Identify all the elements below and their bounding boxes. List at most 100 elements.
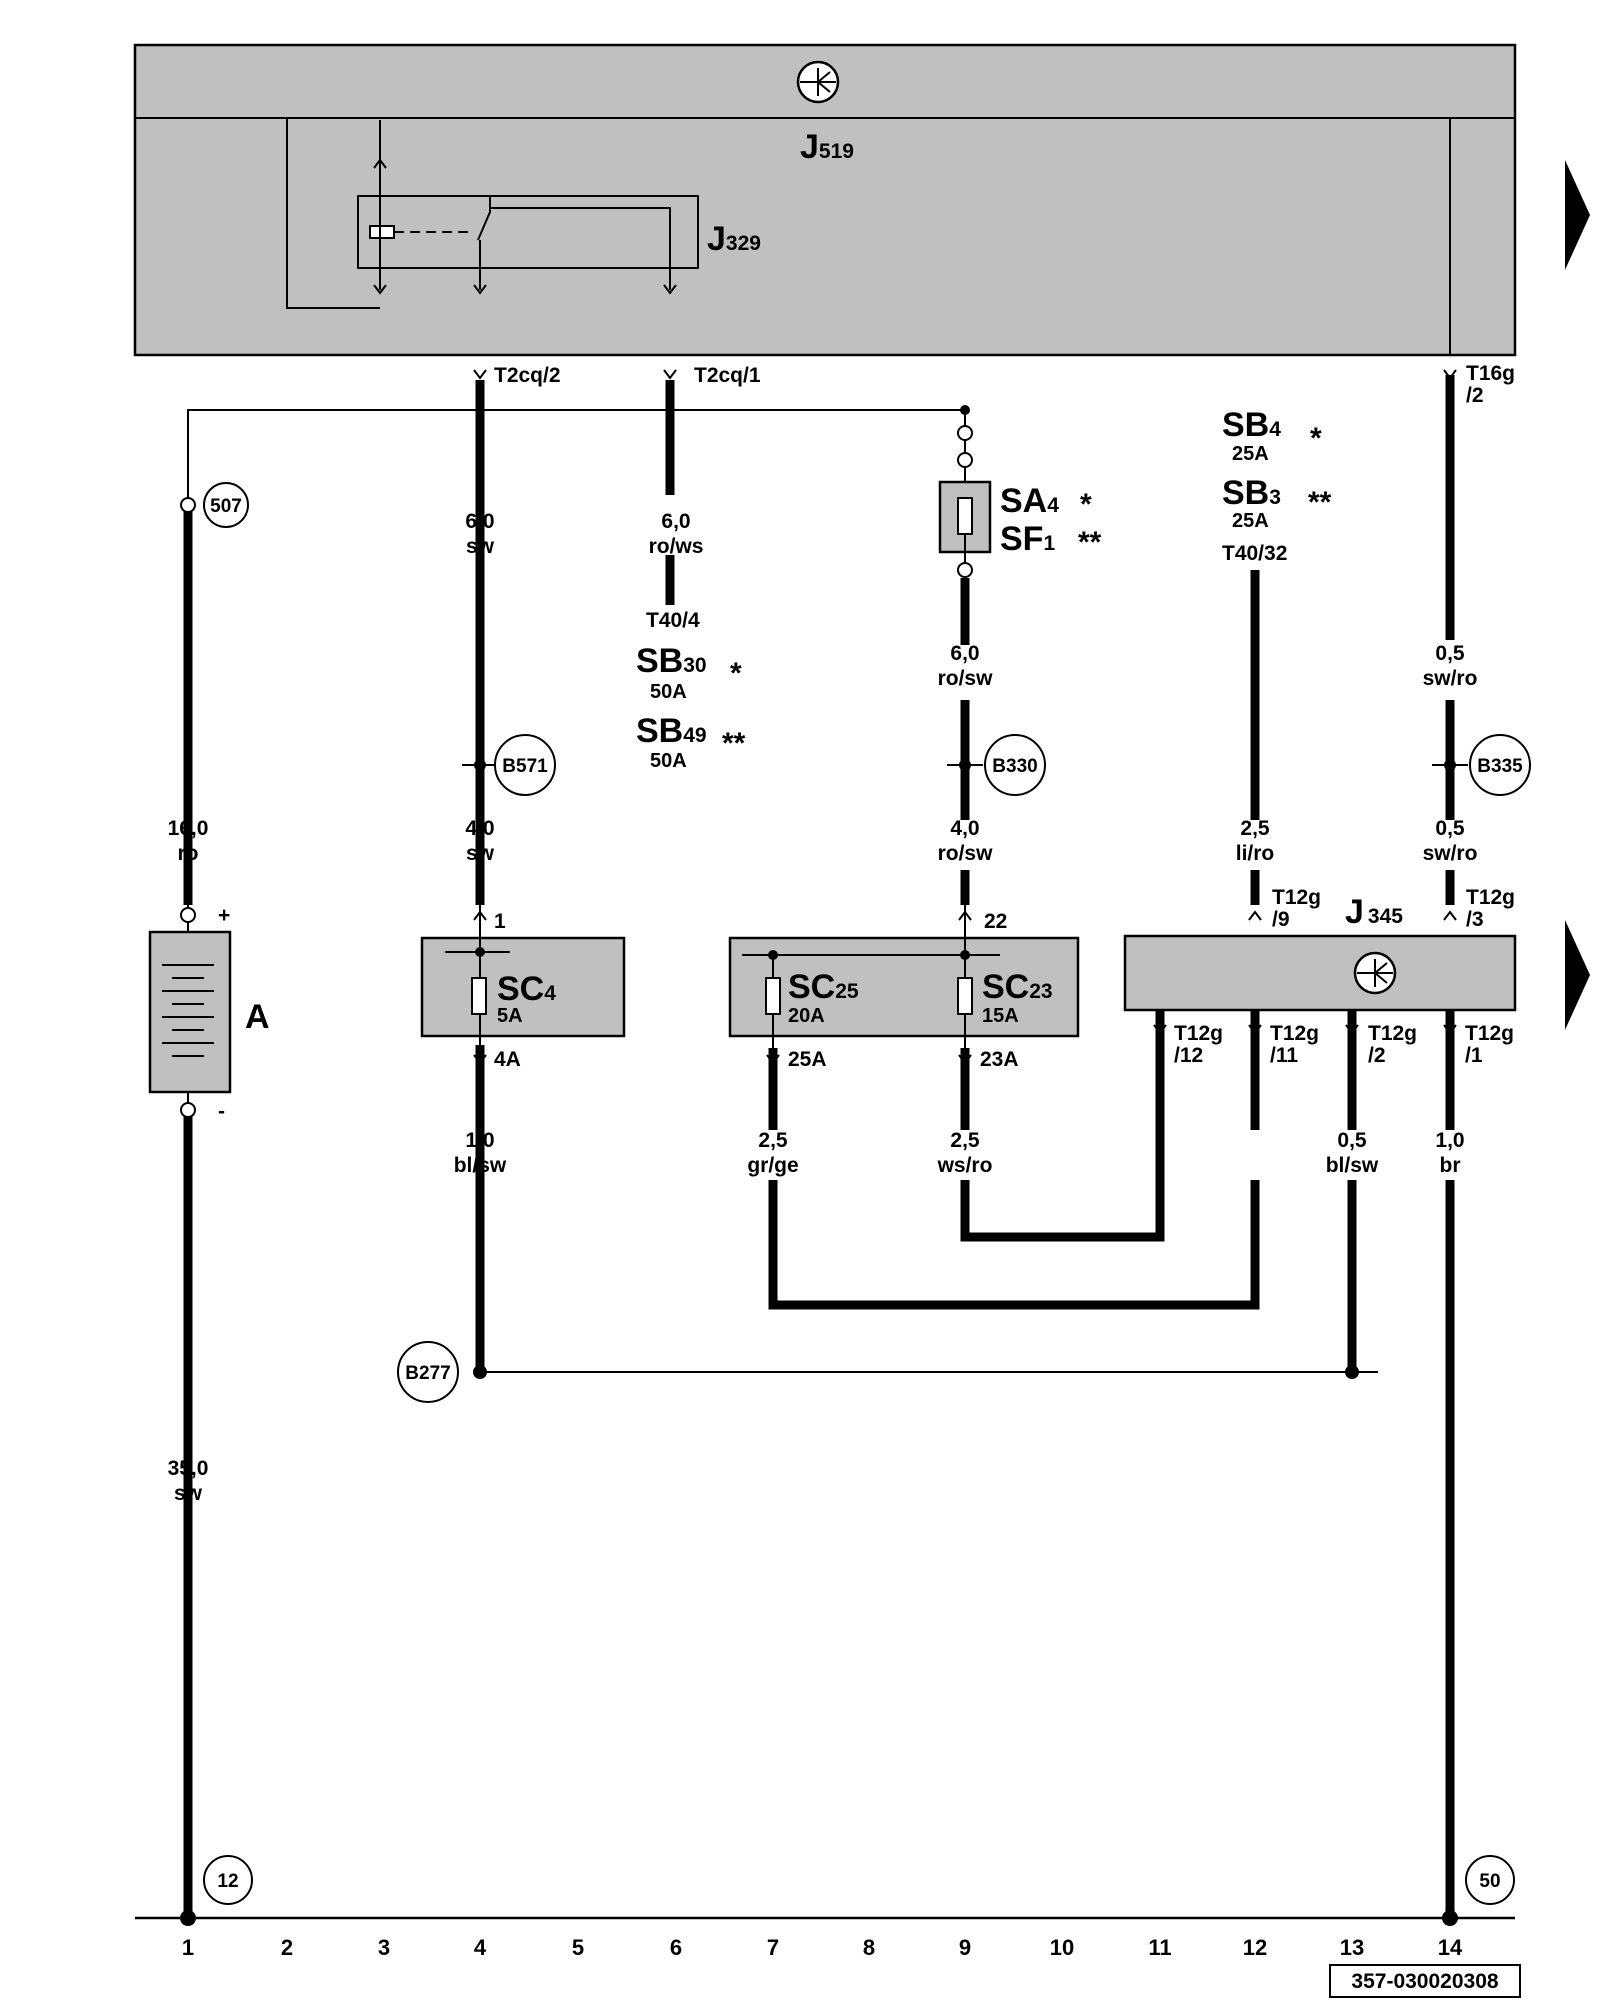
conn-t40-4: T40/4 (646, 609, 700, 632)
ref-circle-b330: B330 (984, 734, 1046, 796)
sb30-label: SB30 (636, 642, 707, 680)
b-plus-feed (187, 409, 965, 505)
j345-electronic-icon (1353, 951, 1397, 995)
ref-circle-b571: B571 (494, 734, 556, 796)
sc4-label: SC4 (497, 970, 556, 1008)
wire-9c-color: ws/ro (937, 1154, 993, 1177)
sb49-rating: 50A (650, 750, 687, 772)
pin-sc23-out: 23A (980, 1048, 1019, 1071)
column-number: 8 (863, 1935, 875, 1960)
battery-plus: + (218, 904, 230, 927)
doc-number: 357-030020308 (1351, 1970, 1498, 1993)
column-number: 2 (281, 1935, 293, 1960)
wire-1a-color: ro (178, 842, 199, 865)
sa4-fuse-icon (938, 410, 992, 578)
pin-sc4-in: 1 (494, 910, 506, 933)
j345-block (1123, 934, 1517, 1012)
relay-switch-icon (477, 196, 491, 241)
wire-14a-size: 0,5 (1435, 642, 1465, 665)
wire-9a-color: ro/sw (938, 667, 994, 690)
sc4-fuse-block (420, 936, 626, 1038)
conn-t12g-3-a: T12g (1466, 886, 1515, 909)
sb4-label: SB4 (1222, 406, 1281, 444)
sb3-mark: ** (1308, 486, 1332, 519)
wire-4b-color: sw (466, 842, 495, 865)
conn-t40-32: T40/32 (1222, 542, 1287, 565)
wire-gr-ge-loop (768, 1180, 1260, 1310)
wire-4b-size: 4,0 (465, 817, 494, 840)
sb30-rating: 50A (650, 681, 687, 703)
pin-sc23-in: 22 (984, 910, 1007, 933)
battery-minus: - (218, 1100, 225, 1123)
conn-t12g-12-b: /12 (1174, 1044, 1203, 1067)
wire-7-color: gr/ge (747, 1154, 798, 1177)
wire-9a-size: 6,0 (950, 642, 979, 665)
j329-label: J329 (707, 220, 761, 258)
column-number: 13 (1340, 1935, 1364, 1960)
sa4-mark: * (1080, 488, 1092, 521)
continuation-arrow-top (1565, 160, 1590, 270)
sc4-fuse-icon (471, 977, 487, 1015)
sc25-rating: 20A (788, 1005, 825, 1027)
pin-sc4-out: 4A (494, 1048, 521, 1071)
svg-text:B335: B335 (1477, 756, 1523, 777)
ref-circle-b335: B335 (1469, 734, 1531, 796)
wire-9b-size: 4,0 (950, 817, 979, 840)
battery-icon (148, 905, 232, 1118)
svg-text:B571: B571 (502, 756, 548, 777)
conn-t12g-11-a: T12g (1270, 1022, 1319, 1045)
wire-4a-size: 6,0 (465, 510, 494, 533)
ref-circle-50: 50 (1465, 1855, 1515, 1905)
wire-9b-color: ro/sw (938, 842, 994, 865)
column-number: 4 (474, 1935, 487, 1960)
conn-t2cq1: T2cq/1 (694, 364, 761, 387)
conn-t12g-2-a: T12g (1368, 1022, 1417, 1045)
ref-circle-b277: B277 (397, 1341, 459, 1403)
column-number: 10 (1050, 1935, 1074, 1960)
relay-coil-icon (369, 225, 395, 239)
ref-circle-507: 507 (203, 482, 249, 528)
sb3-rating: 25A (1232, 510, 1269, 532)
conn-t12g-9-b: /9 (1272, 908, 1290, 931)
sb49-mark: ** (722, 727, 746, 760)
wire-1b-color: sw (174, 1482, 203, 1505)
sc4-rating: 5A (497, 1005, 523, 1027)
wire-1b-size: 35,0 (168, 1457, 209, 1480)
wire-ws-ro-loop (960, 1010, 1165, 1242)
wire-4c-size: 1,0 (465, 1129, 494, 1152)
conn-t12g-1-a: T12g (1465, 1022, 1514, 1045)
wire-7-size: 2,5 (758, 1129, 788, 1152)
pin-sc25-out: 25A (788, 1048, 827, 1071)
conn-t16g: T16g (1466, 362, 1515, 385)
wire-14b-size: 0,5 (1435, 817, 1465, 840)
wire-6a-size: 6,0 (661, 510, 690, 533)
battery-label: A (245, 998, 270, 1036)
conn-t12g-3-b: /3 (1466, 908, 1484, 931)
column-number: 1 (182, 1935, 194, 1960)
svg-text:50: 50 (1479, 1871, 1500, 1892)
conn-t12g-2-b: /2 (1368, 1044, 1386, 1067)
j329-relay-box (357, 195, 699, 269)
svg-text:12: 12 (217, 1871, 238, 1892)
wire-14a-color: sw/ro (1423, 667, 1478, 690)
wire-14c-size: 1,0 (1435, 1129, 1464, 1152)
doc-number-box (1329, 1964, 1521, 1998)
svg-text:B330: B330 (992, 756, 1037, 777)
sb49-label: SB49 (636, 712, 707, 750)
column-number: 9 (959, 1935, 971, 1960)
j519-electronic-icon (796, 60, 840, 104)
wire-14c-color: br (1440, 1154, 1461, 1177)
column-number: 7 (767, 1935, 779, 1960)
wire-12-size: 2,5 (1240, 817, 1270, 840)
svg-text:507: 507 (210, 496, 242, 517)
sf1-mark: ** (1078, 526, 1102, 559)
conn-t12g-11-b: /11 (1270, 1044, 1298, 1067)
conn-t12g-9-a: T12g (1272, 886, 1321, 909)
continuation-arrow-mid (1565, 920, 1590, 1030)
column-number: 3 (378, 1935, 390, 1960)
sc23-rating: 15A (982, 1005, 1019, 1027)
sc25-fuse-icon (765, 977, 781, 1015)
sb4-rating: 25A (1232, 443, 1269, 465)
wire-13-color: bl/sw (1326, 1154, 1379, 1177)
